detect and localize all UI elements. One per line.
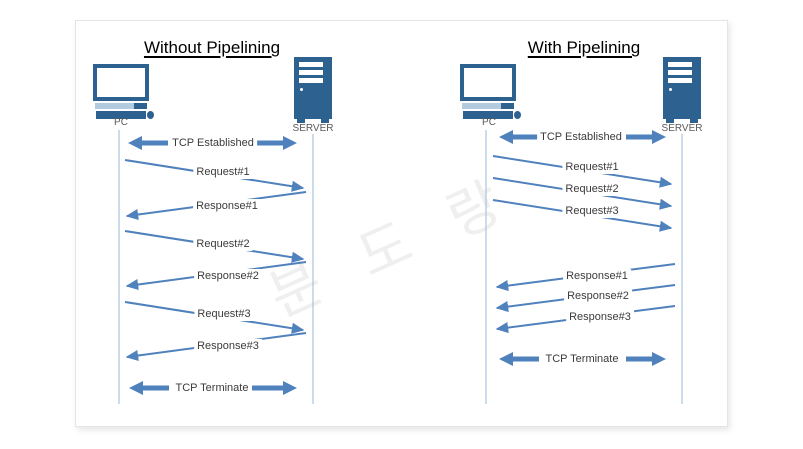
- left-tcp-terminate-arrow-left: [129, 381, 169, 395]
- server-slot-shape: [299, 62, 323, 67]
- left-tcp-terminate-arrow-right: [252, 381, 297, 395]
- right-request2-label: Request#2: [562, 182, 622, 196]
- right-server-label: SERVER: [661, 123, 703, 134]
- pc-mouse-shape: [147, 111, 154, 119]
- pc-monitor-shape: [93, 64, 149, 101]
- right-response1-label: Response#1: [563, 269, 631, 283]
- pc-keyboard-shape: [134, 103, 147, 109]
- left-tcp-established-arrow-right: [256, 136, 297, 150]
- left-server-label: SERVER: [292, 123, 334, 134]
- server-led-dot: [669, 88, 672, 91]
- server-slot-shape: [668, 78, 692, 83]
- left-request1-label: Request#1: [193, 165, 253, 179]
- server-foot-shape: [690, 119, 698, 123]
- server-foot-shape: [297, 119, 305, 123]
- server-foot-shape: [666, 119, 674, 123]
- left-server-icon: [294, 57, 332, 123]
- right-pc-label: PC: [482, 117, 496, 128]
- left-tcp-established-arrow-left: [128, 136, 168, 150]
- pc-mouse-shape: [514, 111, 521, 119]
- pc-base-shape: [96, 111, 146, 119]
- right-tcp-terminate-arrow-right: [626, 352, 666, 366]
- right-response2-label: Response#2: [564, 289, 632, 303]
- pc-keyboard-shape: [462, 103, 501, 109]
- left-pc-icon: [93, 64, 154, 120]
- pc-monitor-shape: [460, 64, 516, 101]
- left-title: Without Pipelining: [143, 38, 281, 57]
- left-response3-label: Response#3: [194, 339, 262, 353]
- server-led-dot: [300, 88, 303, 91]
- right-tcp-established-arrow-left: [499, 130, 539, 144]
- right-tcp-established-label: TCP Established: [537, 130, 625, 144]
- right-pc-icon: [460, 64, 521, 120]
- right-title: With Pipelining: [527, 38, 641, 57]
- right-request1-label: Request#1: [562, 160, 622, 174]
- left-tcp-established-label: TCP Established: [169, 136, 257, 150]
- pc-keyboard-shape: [95, 103, 134, 109]
- server-slot-shape: [299, 70, 323, 75]
- right-tcp-established-arrow-right: [626, 130, 666, 144]
- left-request3-label: Request#3: [194, 307, 254, 321]
- left-tcp-terminate-label: TCP Terminate: [172, 381, 252, 395]
- server-slot-shape: [668, 70, 692, 75]
- left-request2-label: Request#2: [193, 237, 253, 251]
- left-pc-label: PC: [114, 117, 128, 128]
- pc-base-shape: [463, 111, 513, 119]
- server-slot-shape: [668, 62, 692, 67]
- right-server-icon: [663, 57, 701, 123]
- right-tcp-terminate-arrow-left: [499, 352, 539, 366]
- server-foot-shape: [321, 119, 329, 123]
- left-response2-label: Response#2: [194, 269, 262, 283]
- server-slot-shape: [299, 78, 323, 83]
- left-response1-label: Response#1: [193, 199, 261, 213]
- pc-keyboard-shape: [501, 103, 514, 109]
- right-request3-label: Request#3: [562, 204, 622, 218]
- right-response3-label: Response#3: [566, 310, 634, 324]
- right-tcp-terminate-label: TCP Terminate: [542, 352, 622, 366]
